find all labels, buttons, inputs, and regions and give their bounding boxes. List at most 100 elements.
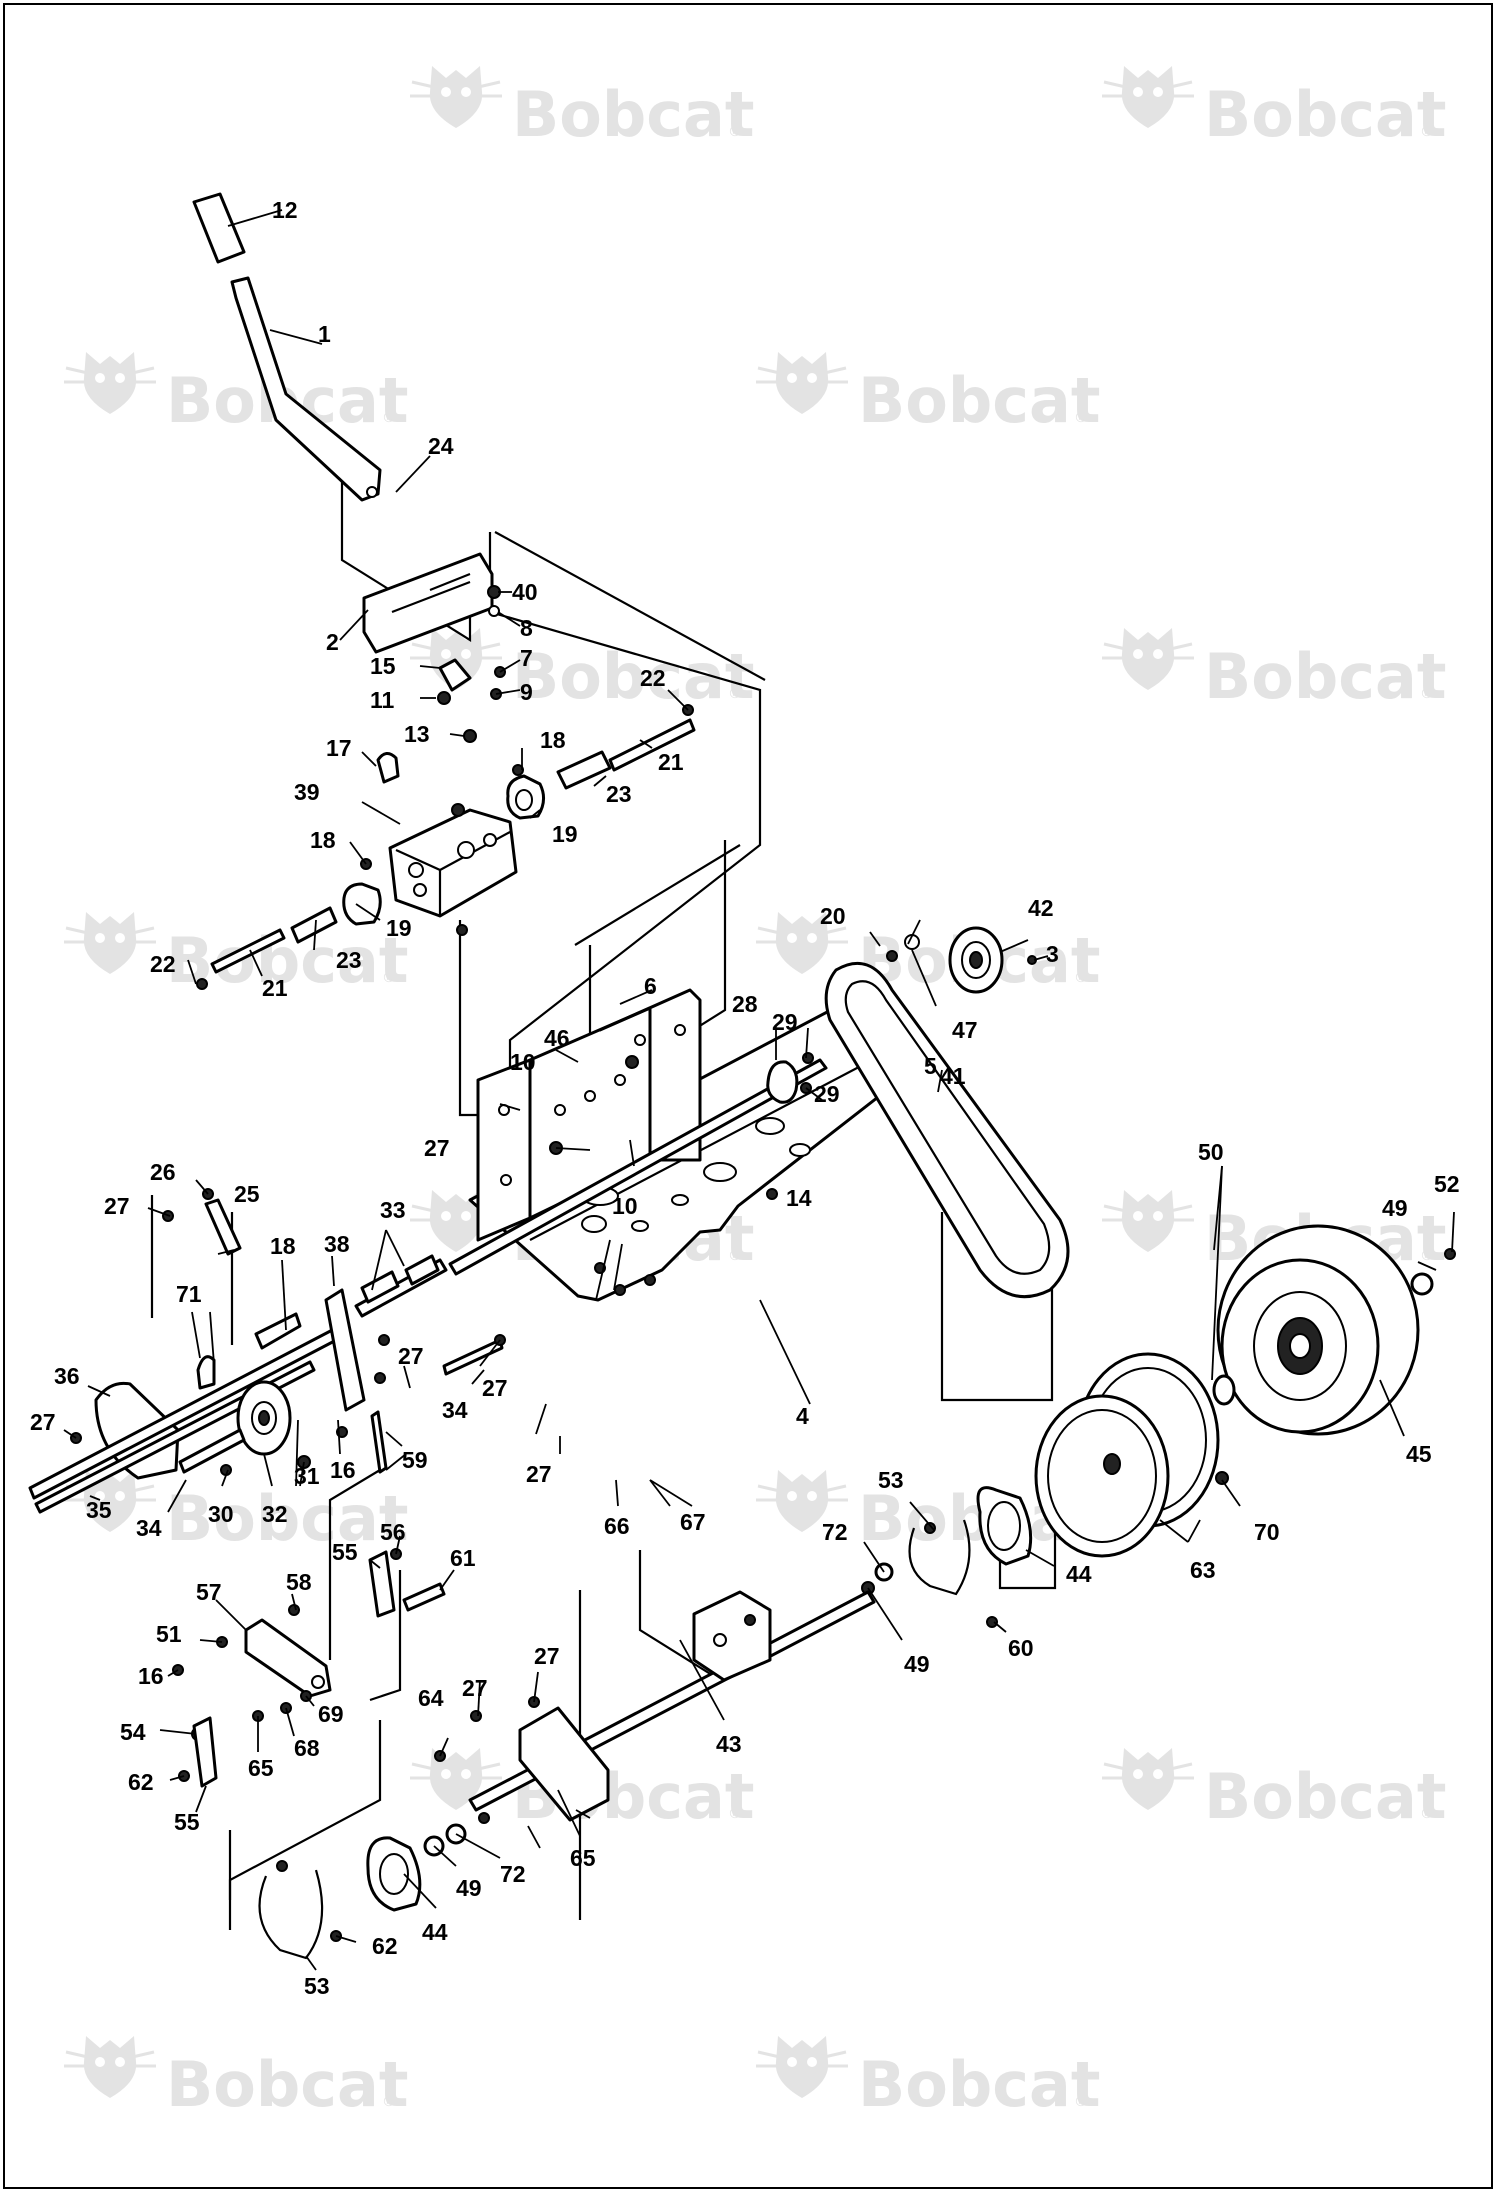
callout-55: 55 xyxy=(174,1809,200,1835)
callout-27: 27 xyxy=(104,1193,130,1219)
callout-69: 69 xyxy=(318,1701,344,1727)
watermark-registered: ® xyxy=(382,970,396,986)
drive-belt xyxy=(824,961,1070,1299)
pulley-28 xyxy=(766,1060,799,1104)
callout-51: 51 xyxy=(156,1621,182,1647)
callout-68: 68 xyxy=(294,1735,320,1761)
watermark-4: Bobcat ® xyxy=(754,350,1100,437)
watermark-registered: ® xyxy=(382,410,396,426)
callout-29: 29 xyxy=(772,1009,798,1035)
bobcat-logo-icon xyxy=(1100,64,1196,130)
callout-13: 13 xyxy=(404,721,430,747)
watermark-registered: ® xyxy=(1420,686,1434,702)
watermark-brand: Bobcat xyxy=(166,2048,408,2121)
callout-28: 28 xyxy=(732,991,758,1017)
callout-26: 26 xyxy=(150,1159,176,1185)
callout-36: 36 xyxy=(54,1363,80,1389)
callout-23: 23 xyxy=(606,781,632,807)
watermark-15: Bobcat ® xyxy=(62,2034,408,2121)
callout-27: 27 xyxy=(398,1343,424,1369)
callout-27: 27 xyxy=(482,1375,508,1401)
watermark-brand: Bobcat xyxy=(512,78,754,151)
bobcat-logo-icon xyxy=(408,64,504,130)
bobcat-logo-icon xyxy=(62,350,158,416)
callout-24: 24 xyxy=(428,433,454,459)
callout-12: 12 xyxy=(272,197,298,223)
watermark-registered: ® xyxy=(382,1528,396,1544)
callout-44: 44 xyxy=(1066,1561,1092,1587)
watermark-11: Bobcat ® xyxy=(62,1468,408,1555)
callout-71: 71 xyxy=(176,1281,202,1307)
callout-7: 7 xyxy=(520,645,533,671)
callout-34: 34 xyxy=(136,1515,162,1541)
callout-46: 46 xyxy=(544,1025,570,1051)
callout-53: 53 xyxy=(878,1467,904,1493)
callout-56: 56 xyxy=(380,1519,406,1545)
bobcat-logo-icon xyxy=(1100,1188,1196,1254)
watermark-14: Bobcat ® xyxy=(1100,1746,1446,1833)
callout-10: 10 xyxy=(612,1193,638,1219)
callout-27: 27 xyxy=(30,1409,56,1435)
callout-27: 27 xyxy=(424,1135,450,1161)
watermark-brand: Bobcat xyxy=(512,640,754,713)
callout-45: 45 xyxy=(1406,1441,1432,1467)
callout-58: 58 xyxy=(286,1569,312,1595)
watermark-registered: ® xyxy=(728,124,742,140)
callout-3: 3 xyxy=(1046,941,1059,967)
callout-5: 5 xyxy=(924,1053,937,1079)
callout-62: 62 xyxy=(128,1769,154,1795)
callout-9: 9 xyxy=(520,679,533,705)
watermark-brand: Bobcat xyxy=(858,2048,1100,2121)
callout-49: 49 xyxy=(904,1651,930,1677)
watermark-registered: ® xyxy=(382,2094,396,2110)
watermark-registered: ® xyxy=(1074,2094,1088,2110)
callout-38: 38 xyxy=(324,1231,350,1257)
callout-29: 29 xyxy=(814,1081,840,1107)
bobcat-logo-icon xyxy=(754,2034,850,2100)
callout-21: 21 xyxy=(262,975,288,1001)
callout-10: 10 xyxy=(510,1049,536,1075)
callout-40: 40 xyxy=(512,579,538,605)
callout-64: 64 xyxy=(418,1685,444,1711)
bobcat-logo-icon xyxy=(1100,1746,1196,1812)
bobcat-logo-icon xyxy=(1100,626,1196,692)
callout-72: 72 xyxy=(822,1519,848,1545)
callout-60: 60 xyxy=(1008,1635,1034,1661)
linkage-plate-57 xyxy=(244,1618,332,1698)
callout-16: 16 xyxy=(138,1663,164,1689)
callout-25: 25 xyxy=(234,1181,260,1207)
callout-63: 63 xyxy=(1190,1557,1216,1583)
callout-35: 35 xyxy=(86,1497,112,1523)
callout-15: 15 xyxy=(370,653,396,679)
callout-33: 33 xyxy=(380,1197,406,1223)
callout-22: 22 xyxy=(150,951,176,977)
callout-49: 49 xyxy=(456,1875,482,1901)
callout-65: 65 xyxy=(570,1845,596,1871)
callout-32: 32 xyxy=(262,1501,288,1527)
callout-72: 72 xyxy=(500,1861,526,1887)
pivot-bracket-38 xyxy=(324,1288,366,1412)
callout-1: 1 xyxy=(318,321,331,347)
watermark-2: Bobcat ® xyxy=(1100,64,1446,151)
bobcat-logo-icon xyxy=(62,910,158,976)
axle-bracket xyxy=(692,1590,772,1682)
callout-2: 2 xyxy=(326,629,339,655)
handle-lever xyxy=(230,276,382,502)
watermark-registered: ® xyxy=(728,1806,742,1822)
callout-62: 62 xyxy=(372,1933,398,1959)
callout-65: 65 xyxy=(248,1755,274,1781)
watermark-brand: Bobcat xyxy=(1204,640,1446,713)
callout-41: 41 xyxy=(940,1063,966,1089)
bell-crank-55 xyxy=(192,1716,218,1788)
watermark-6: Bobcat ® xyxy=(1100,626,1446,713)
watermark-registered: ® xyxy=(1420,1806,1434,1822)
callout-61: 61 xyxy=(450,1545,476,1571)
callout-19: 19 xyxy=(552,821,578,847)
lower-left-bracket xyxy=(518,1706,610,1822)
callout-50: 50 xyxy=(1198,1139,1224,1165)
callout-43: 43 xyxy=(716,1731,742,1757)
brake-band-53-left xyxy=(258,1869,324,1960)
callout-23: 23 xyxy=(336,947,362,973)
callout-14: 14 xyxy=(786,1185,812,1211)
